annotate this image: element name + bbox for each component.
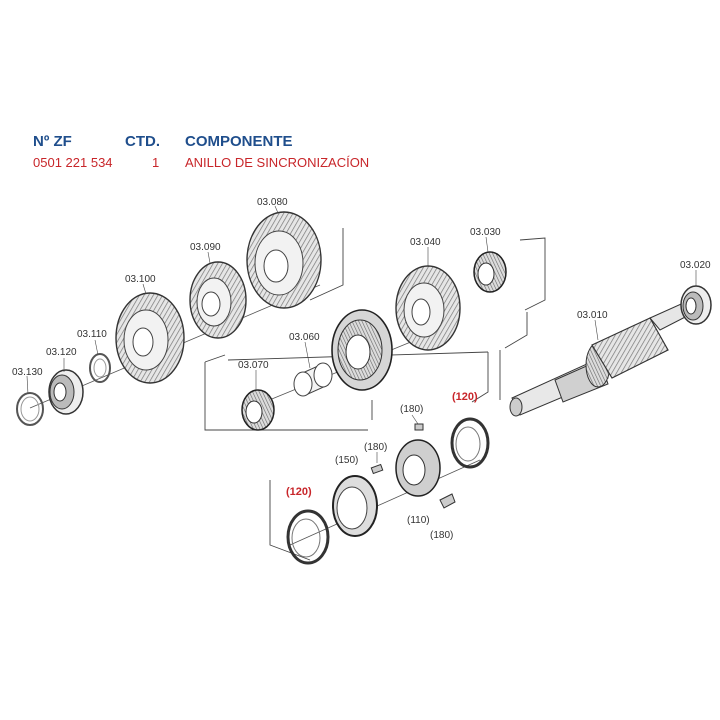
column-header-zf-number: Nº ZF [33,133,72,150]
part-snap-ring-03-130 [16,392,44,426]
part-hub-110 [395,439,441,497]
column-header-quantity: CTD. [125,133,160,150]
label-03-010: 03.010 [577,310,608,321]
part-spring-180 [370,423,456,509]
label-120-left: (120) [286,486,312,498]
column-header-component: COMPONENTE [185,133,293,150]
part-gear-03-090 [189,261,247,339]
part-synchro-ring-120-left [286,509,330,565]
label-03-110: 03.110 [77,329,107,340]
label-180-top: (180) [400,404,423,415]
label-03-030: 03.030 [470,227,501,238]
part-main-shaft-03-010 [509,299,696,417]
label-120-right: (120) [452,391,478,403]
quantity-value: 1 [152,155,160,170]
label-03-120: 03.120 [46,347,77,358]
label-03-090: 03.090 [190,242,221,253]
part-sleeve-03-060 [293,362,333,397]
label-03-130: 03.130 [12,367,43,378]
label-03-020: 03.020 [680,260,711,271]
part-ring-03-110 [89,353,111,383]
label-03-080: 03.080 [257,197,288,208]
label-150: (150) [335,455,358,466]
part-needle-bearing-03-030 [473,251,507,293]
part-gear-03-100 [115,292,185,384]
label-03-040: 03.040 [410,237,441,248]
label-03-100: 03.100 [125,274,156,285]
label-180-mid: (180) [364,442,387,453]
part-bearing-03-120 [48,369,84,415]
component-value: ANILLO DE SINCRONIZACÍON [185,155,370,170]
part-synchro-hub-assembly [331,309,393,391]
label-03-070: 03.070 [238,360,269,371]
part-gear-03-040 [395,265,461,351]
label-03-060: 03.060 [289,332,320,343]
part-gear-03-080 [246,211,322,309]
zf-number-value: 0501 221 534 [33,155,113,170]
part-bearing-03-020 [680,285,712,325]
part-sliding-sleeve-150 [332,475,378,537]
leader-lines [26,205,697,463]
label-180-bottom: (180) [430,530,453,541]
label-110: (110) [407,515,430,526]
part-synchro-ring-120-right [450,417,490,469]
part-needle-bearing-03-070 [241,389,275,431]
